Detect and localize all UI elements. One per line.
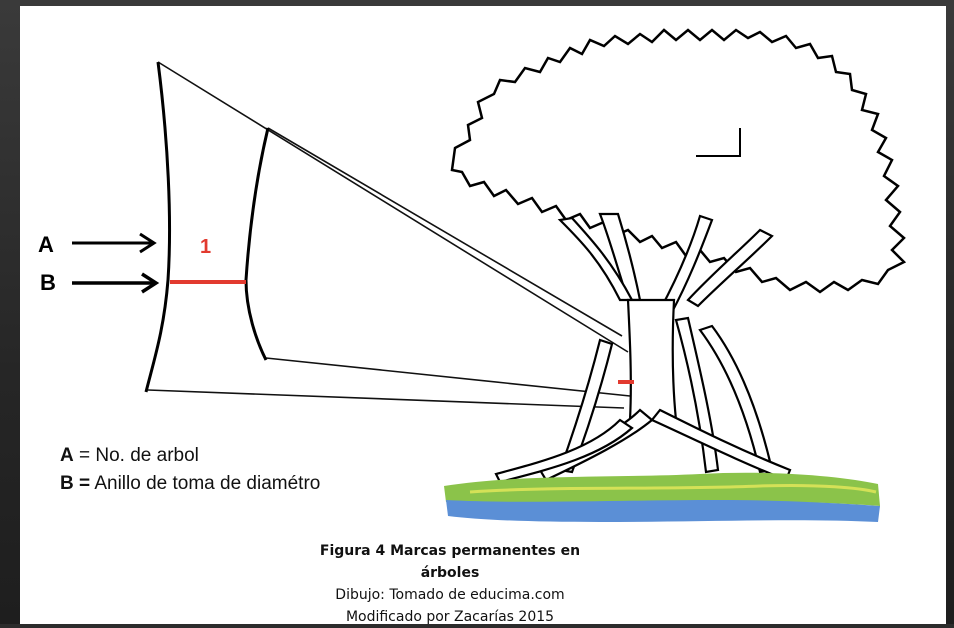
arrow-a xyxy=(72,232,157,254)
projection-lines xyxy=(147,61,631,409)
legend-item-b: B = Anillo de toma de diamétro xyxy=(60,470,320,498)
legend-key-b: B = xyxy=(60,473,91,494)
caption-title: Figura 4 Marcas permanentes en árboles xyxy=(319,543,581,581)
caption-modified: Modificado por Zacarías 2015 xyxy=(345,609,555,625)
legend-key-a: A xyxy=(60,445,74,466)
enlarged-trunk-right-edge xyxy=(244,127,270,361)
grass-highlight xyxy=(469,483,877,494)
caption-source: Dibujo: Tomado de educima.com xyxy=(335,587,565,603)
enlarged-trunk-left-edge xyxy=(144,61,172,393)
tree-number-label: 1 xyxy=(200,236,212,258)
label-a: A xyxy=(38,232,54,257)
label-b: B xyxy=(40,270,56,295)
canopy-detail-mark xyxy=(696,128,741,157)
legend: A = No. de arbol B = Anillo de toma de d… xyxy=(60,442,320,498)
water-ground xyxy=(446,500,880,522)
legend-item-a: A = No. de arbol xyxy=(60,442,320,470)
figure-caption: Figura 4 Marcas permanentes en árboles D… xyxy=(300,540,600,628)
legend-text-a: = No. de arbol xyxy=(73,445,199,466)
arrow-b xyxy=(72,272,160,294)
legend-text-b: Anillo de toma de diamétro xyxy=(90,473,321,494)
